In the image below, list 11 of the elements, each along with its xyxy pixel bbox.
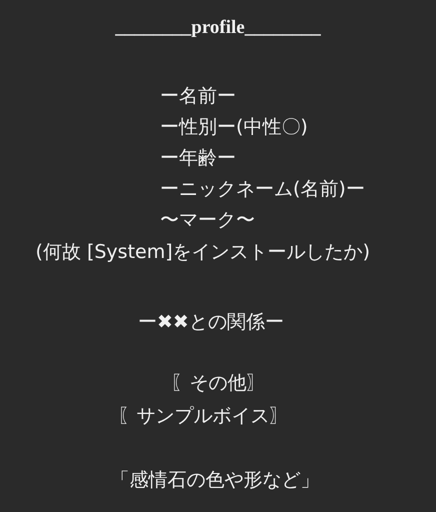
text-line: ーニックネーム(名前)ー (160, 177, 365, 201)
text-line: ー名前ー (160, 84, 236, 108)
text-line: ー✖✖との関係ー (138, 310, 284, 334)
text-line: 「感情石の色や形など」 (110, 468, 320, 492)
text-line: ー年齢ー (160, 146, 236, 170)
text-line: 〖サンプルボイス〗 (118, 404, 288, 428)
text-line: (何故 [System]をインストールしたか) (36, 240, 370, 264)
text-line: ー性別ー(中性〇) (160, 115, 308, 139)
text-line: 〜マーク〜 (160, 208, 255, 232)
title: ________profile________ (114, 16, 322, 40)
text-line: 〖その他〗 (170, 371, 266, 395)
